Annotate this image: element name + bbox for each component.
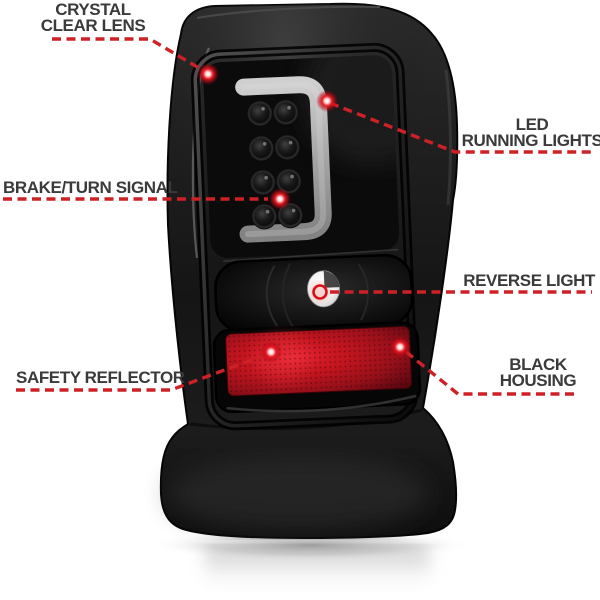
led-cell xyxy=(275,168,302,195)
callout-markers xyxy=(197,63,411,363)
led-array xyxy=(246,99,304,230)
callout-text: REVERSE LIGHT xyxy=(463,271,595,290)
right-edge-highlight xyxy=(444,69,452,206)
leader-black-housing xyxy=(403,349,574,396)
reverse-recess-rib xyxy=(265,265,278,327)
led-light-bar xyxy=(235,76,332,243)
marker-reverse-light-ring xyxy=(312,284,328,300)
callout-text: SAFETY REFLECTOR xyxy=(16,368,185,387)
section-divider-highlight xyxy=(223,248,398,262)
top-edge-highlight xyxy=(196,5,381,19)
callout-label-crystal-clear-lens: CRYSTAL CLEAR LENS xyxy=(8,0,178,35)
marker-led-running-lights xyxy=(316,90,338,112)
callout-label-led-running-lights: LED RUNNING LIGHTS xyxy=(447,115,600,150)
marker-crystal-clear-lens xyxy=(197,63,219,85)
reverse-recess-rib xyxy=(281,262,294,328)
led-cell xyxy=(274,134,301,161)
callout-label-brake-turn-signal: BRAKE/TURN SIGNAL xyxy=(3,178,178,197)
leader-crystal-clear-lens xyxy=(52,37,205,73)
leader-safety-reflector xyxy=(16,354,263,392)
callout-text: BLACK xyxy=(509,355,567,374)
led-cell xyxy=(248,135,275,162)
led-cell xyxy=(272,99,299,126)
callout-text: RUNNING LIGHTS xyxy=(461,131,600,150)
led-light-bar-highlight xyxy=(240,81,327,238)
marker-black-housing xyxy=(389,336,411,358)
leader-led-running-lights xyxy=(329,101,592,154)
base-sheen xyxy=(168,456,428,532)
callout-label-safety-reflector: SAFETY REFLECTOR xyxy=(16,368,185,387)
led-cell xyxy=(246,100,273,127)
led-cell xyxy=(249,169,276,196)
marker-brake-turn-signal xyxy=(269,188,291,210)
ground-reflection xyxy=(205,548,430,592)
lens-bezel-gloss xyxy=(193,45,416,428)
lens-smoke-sheen xyxy=(301,54,400,166)
reflector-bottom-lip xyxy=(226,394,417,413)
callout-text: CRYSTAL xyxy=(55,0,131,19)
callout-label-black-housing: BLACK HOUSING xyxy=(453,355,600,390)
marker-safety-reflector xyxy=(260,341,282,363)
leader-lines xyxy=(3,37,592,396)
callout-text: BRAKE/TURN SIGNAL xyxy=(3,178,178,197)
reverse-bulb-notch xyxy=(323,270,340,288)
callout-text: CLEAR LENS xyxy=(40,16,146,35)
callout-label-reverse-light: REVERSE LIGHT xyxy=(395,271,595,290)
callout-text: LED xyxy=(515,115,549,134)
reflector-texture xyxy=(225,326,412,396)
callout-text: HOUSING xyxy=(499,371,577,390)
led-cell xyxy=(251,203,278,230)
